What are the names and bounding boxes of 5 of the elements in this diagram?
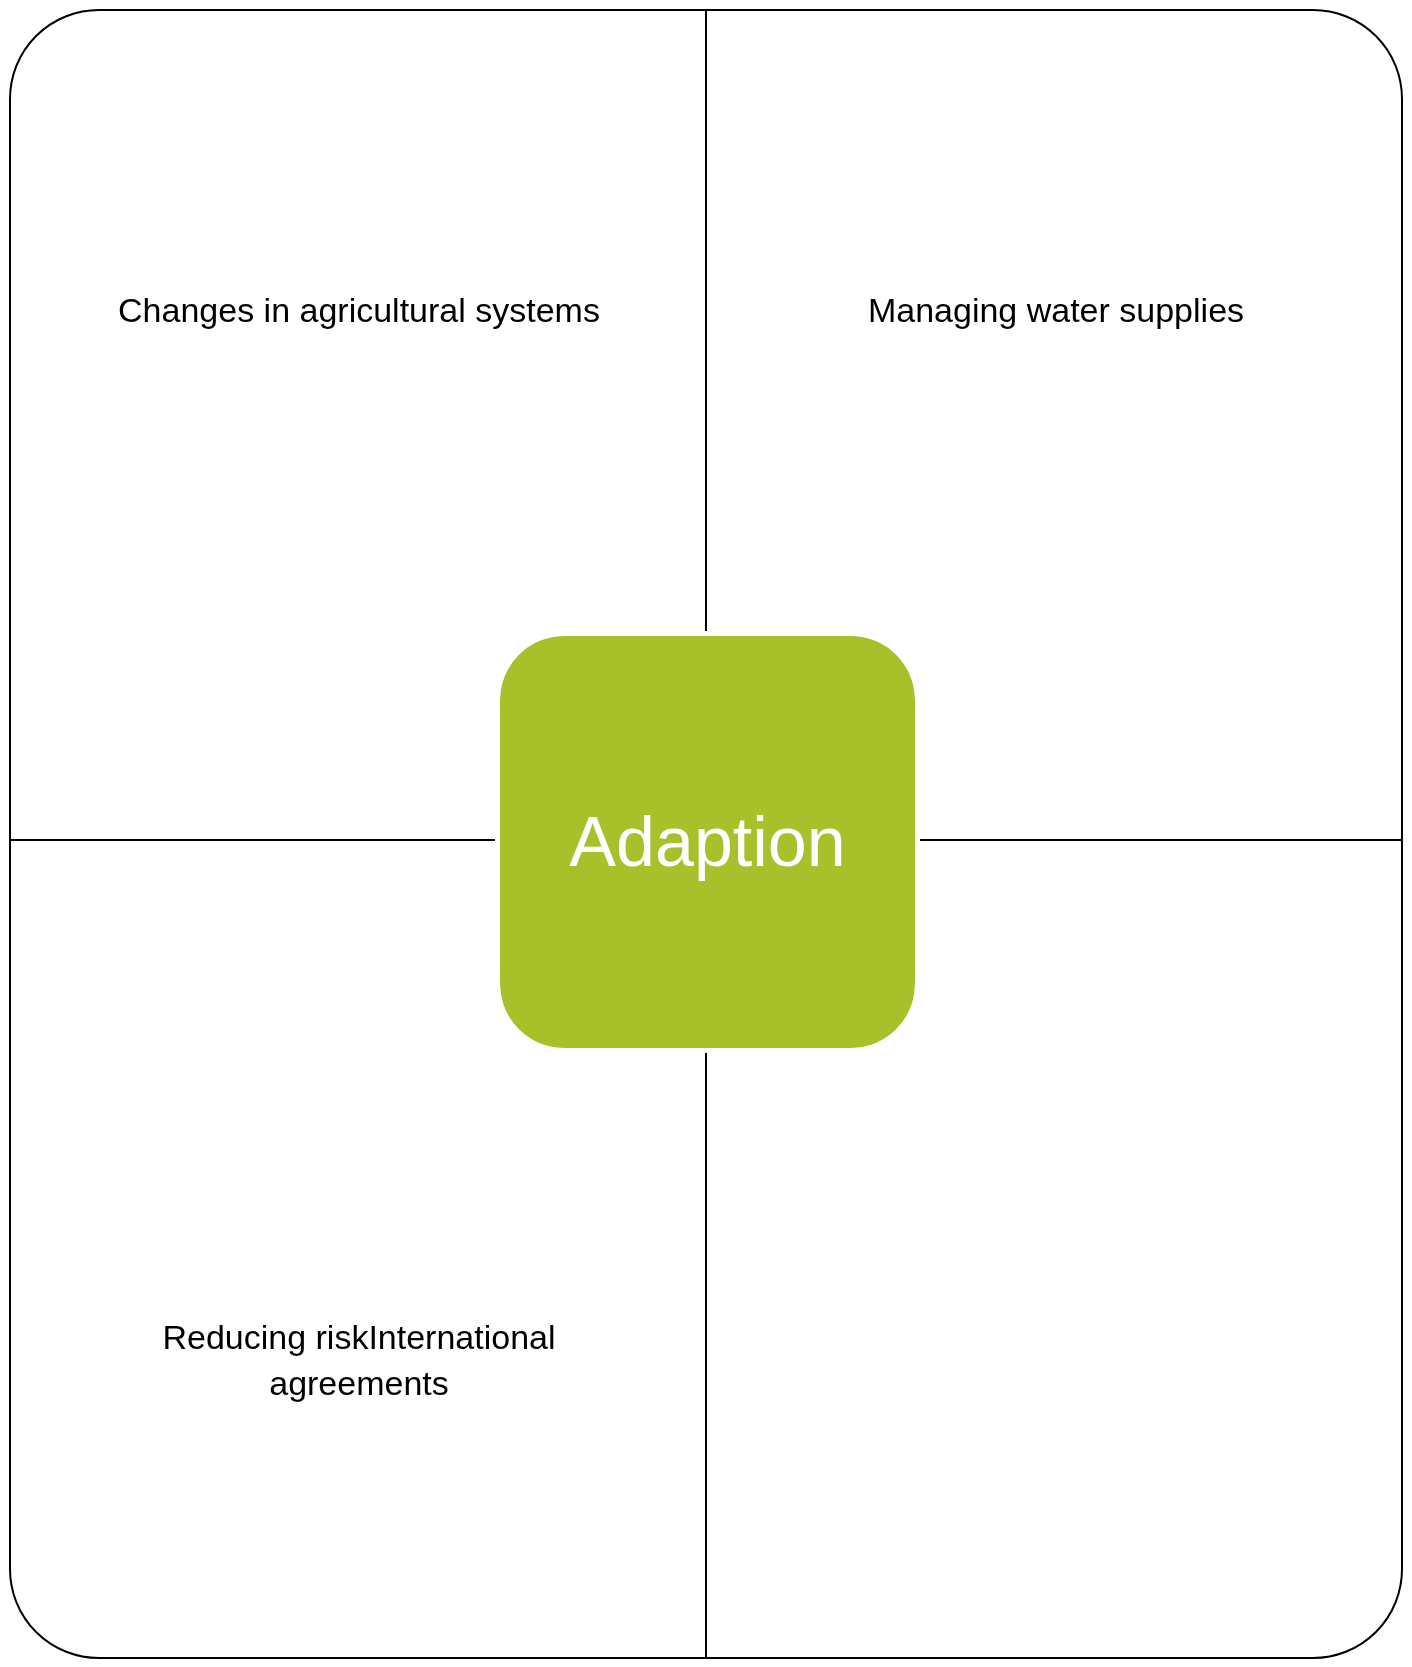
center-label: Adaption xyxy=(569,802,846,882)
outer-panel xyxy=(9,9,1403,1659)
quadrant-label: Changes in agricultural systems xyxy=(117,290,601,331)
quadrant-label: Managing water supplies xyxy=(866,290,1246,331)
quadrant-label: Reducing riskInternational agreements xyxy=(161,1317,557,1404)
